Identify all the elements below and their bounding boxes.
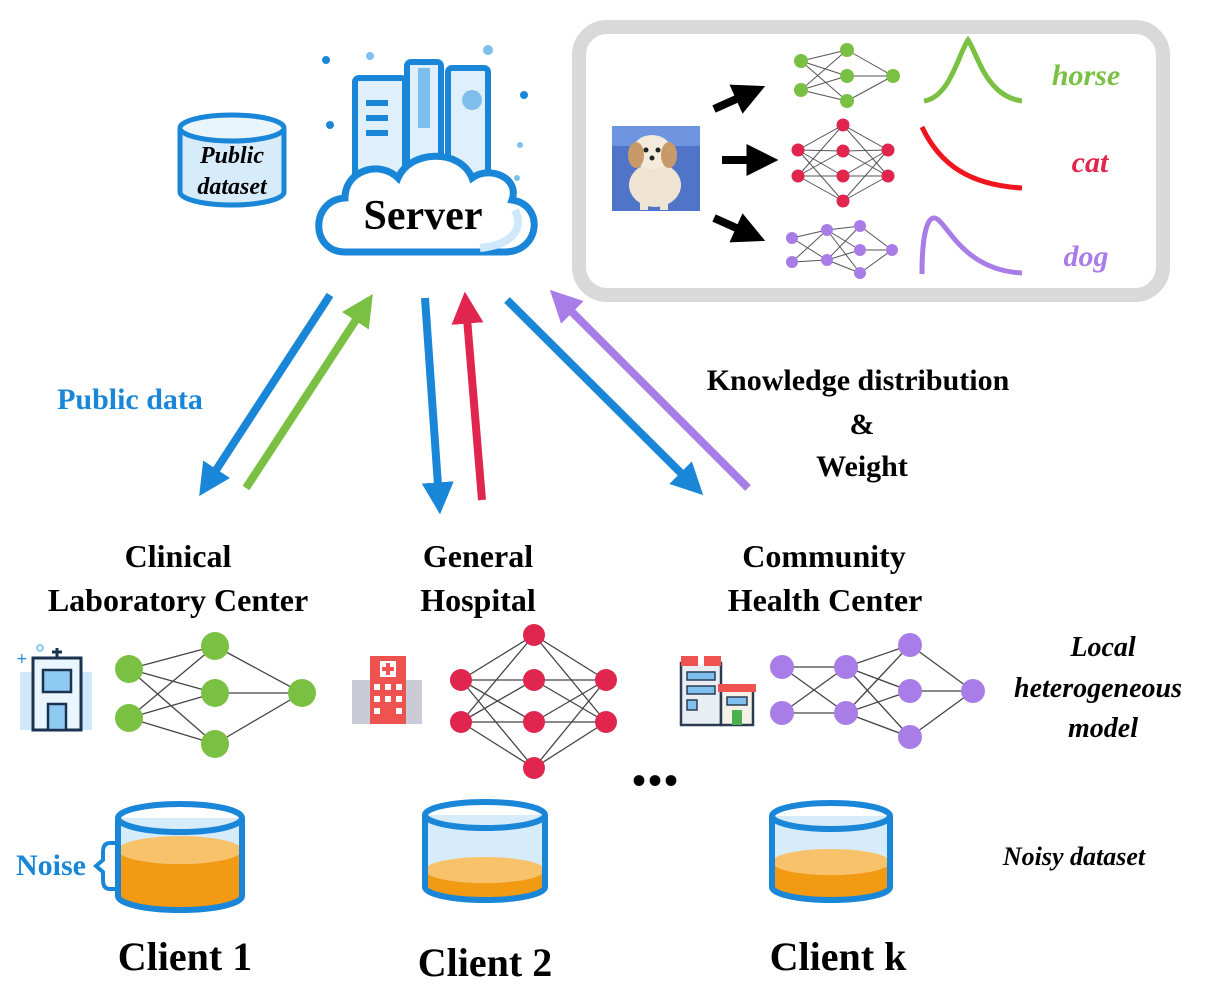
server-label: Server — [363, 193, 483, 239]
server-cloud-icon — [315, 45, 538, 256]
arrow-server-to-client2 — [421, 297, 454, 515]
arrow-server-to-clientk — [504, 297, 704, 496]
clientk-name: Client k — [769, 934, 907, 979]
laboratory-building-icon: + — [16, 644, 92, 732]
client1-model-net — [115, 632, 316, 758]
cat-distribution-curve — [919, 125, 1023, 191]
client2-dataset-icon — [422, 799, 548, 903]
inset-arrow-horse — [712, 84, 766, 114]
client2-model-net — [450, 624, 617, 779]
client2-org-line2: Hospital — [420, 582, 536, 618]
client1-name: Client 1 — [117, 934, 253, 979]
inset-label-horse: horse — [1051, 59, 1121, 92]
public-data-label: Public data — [57, 383, 203, 416]
inset-arrow-dog — [712, 213, 766, 243]
inset-label-dog: dog — [1063, 240, 1109, 273]
local-model-label-line1: Local — [1070, 632, 1136, 663]
inset-net-dog — [786, 220, 898, 279]
inset-net-cat — [791, 118, 895, 208]
health-center-building-icon — [679, 656, 756, 727]
weight-label: Weight — [816, 450, 908, 483]
public-dataset-label-line1: Public — [200, 143, 264, 169]
noise-bracket — [92, 841, 120, 891]
local-model-label-line2: heterogeneous — [1014, 673, 1182, 704]
clientk-org-line2: Health Center — [727, 582, 923, 618]
inset-box — [572, 20, 1170, 302]
public-dataset-label-line2: dataset — [197, 174, 267, 200]
hospital-building-icon — [352, 656, 422, 724]
clientk-model-net — [770, 633, 985, 749]
arrow-client2-to-server — [451, 291, 486, 501]
arrow-server-to-client1 — [199, 292, 334, 497]
client2-org-line1: General — [422, 538, 534, 574]
local-model-label-line3: model — [1068, 713, 1138, 744]
knowledge-distribution-label: Knowledge distribution — [706, 364, 1010, 397]
dog-image — [612, 126, 700, 211]
svg-text:+: + — [16, 651, 28, 667]
client1-org-line1: Clinical — [124, 538, 232, 574]
ampersand-label: & — [849, 408, 875, 441]
client1-org-line2: Laboratory Center — [47, 582, 309, 618]
noisy-dataset-label: Noisy dataset — [1002, 842, 1146, 871]
clientk-dataset-icon — [769, 800, 893, 903]
arrow-clientk-to-server — [549, 289, 751, 491]
inset-label-cat: cat — [1071, 146, 1109, 179]
horse-distribution-curve — [923, 35, 1023, 104]
ellipsis: ••• — [631, 758, 680, 803]
clientk-org-line1: Community — [742, 538, 906, 574]
inset-net-horse — [794, 43, 900, 108]
dog-distribution-curve — [919, 215, 1023, 276]
client2-name: Client 2 — [417, 940, 553, 985]
client1-dataset-icon — [115, 801, 245, 913]
public-dataset-icon — [177, 112, 287, 208]
arrow-client1-to-server — [242, 293, 373, 491]
noise-label: Noise — [16, 849, 86, 882]
